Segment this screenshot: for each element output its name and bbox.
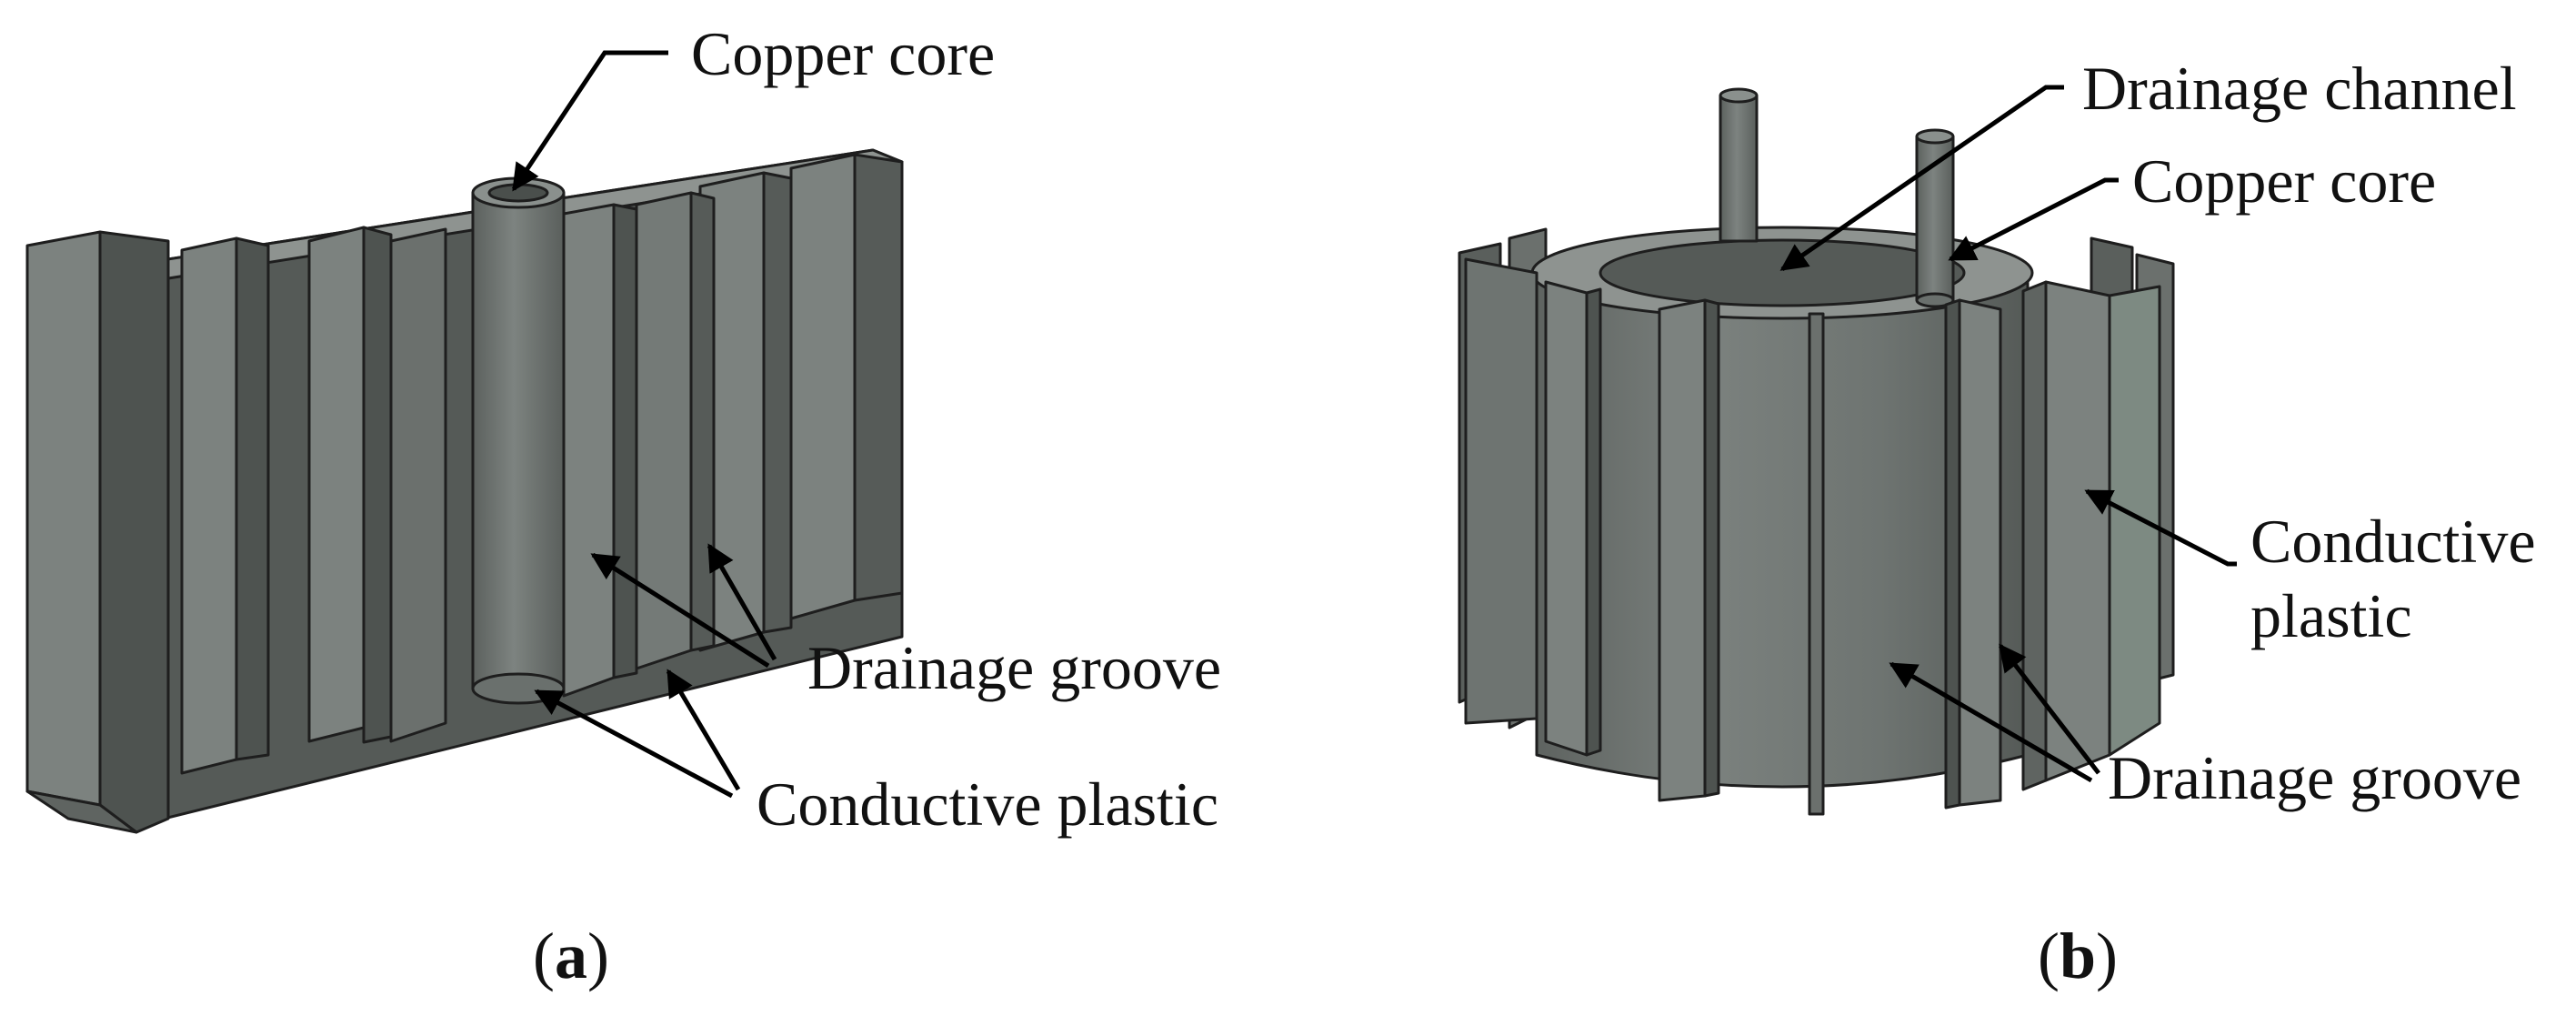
panel-a-caption: (a)	[533, 920, 609, 992]
label-b-copper-core: Copper core	[2132, 146, 2436, 216]
panel-b-front-fins	[1464, 257, 2161, 816]
panel-a-arrows	[511, 50, 777, 799]
label-b-drainage-groove: Drainage groove	[2108, 743, 2521, 812]
panel-b-copper-core-rods	[1719, 87, 1955, 308]
label-b-conductive-plastic-line2: plastic	[2250, 581, 2412, 650]
label-b-conductive-plastic-line1: Conductive	[2250, 507, 2536, 576]
label-a-copper-core: Copper core	[691, 19, 995, 88]
panel-a-caption-letter: a	[555, 920, 587, 992]
panel-a-fins	[25, 153, 904, 834]
panel-b-caption-letter: b	[2060, 920, 2096, 992]
label-b-drainage-channel: Drainage channel	[2082, 54, 2517, 123]
panel-b-caption: (b)	[2038, 920, 2118, 992]
label-a-conductive-plastic: Conductive plastic	[757, 770, 1218, 839]
panel-a-copper-core	[471, 176, 566, 705]
panel-b-arrows	[1779, 85, 2237, 783]
panel-b-drawing	[1458, 87, 2175, 816]
label-a-drainage-groove: Drainage groove	[807, 633, 1221, 702]
panel-b-drainage-channel-opening	[1599, 238, 1966, 307]
panel-a-drawing	[25, 148, 904, 834]
